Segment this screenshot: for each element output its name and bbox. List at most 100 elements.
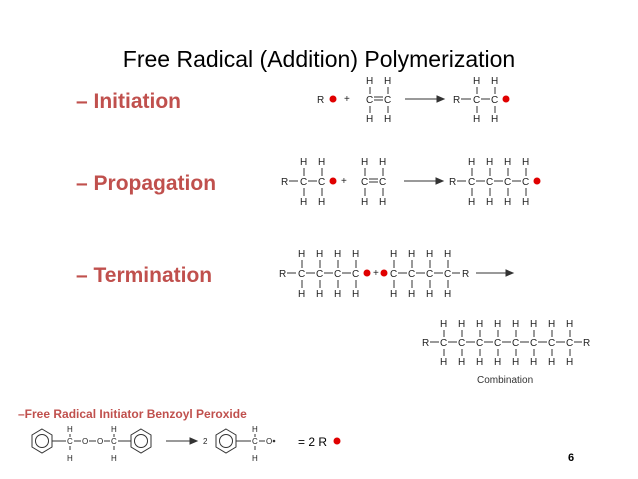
svg-text:C: C [366,95,373,106]
svg-text:C: C [494,338,501,349]
svg-text:H: H [468,197,475,208]
svg-text:R: R [317,95,324,106]
svg-text:H: H [366,114,373,125]
svg-text:H: H [522,197,529,208]
svg-text:C: C [440,338,447,349]
svg-text:H: H [352,289,359,300]
svg-text:H: H [504,197,511,208]
benzene-ring-icon [31,428,53,454]
svg-text:C: C [67,437,73,446]
svg-text:H: H [444,289,451,300]
svg-text:H: H [379,197,386,208]
svg-text:H: H [318,157,325,168]
initiator-label: –Free Radical Initiator Benzoyl Peroxide [18,407,247,421]
svg-text:C: C [530,338,537,349]
svg-text:C: C [111,437,117,446]
svg-text:+: + [341,176,347,187]
svg-text:C: C [491,95,498,106]
svg-text:H: H [426,249,433,260]
svg-text:C: C [486,177,493,188]
svg-text:C: C [252,437,258,446]
svg-text:C: C [444,269,451,280]
initiator-result: = 2 R [298,435,327,449]
svg-text:C: C [318,177,325,188]
svg-text:H: H [440,357,447,368]
svg-text:H: H [468,157,475,168]
svg-text:H: H [548,319,555,330]
svg-text:C: C [473,95,480,106]
initiator-coefficient: 2 [203,437,208,446]
svg-text:H: H [458,357,465,368]
svg-text:C: C [316,269,323,280]
radical-dot-icon [502,95,510,103]
radical-dot-icon [333,437,341,445]
svg-text:H: H [384,114,391,125]
svg-text:H: H [361,157,368,168]
svg-text:H: H [408,289,415,300]
svg-text:H: H [67,454,73,463]
svg-text:C: C [468,177,475,188]
svg-text:+: + [373,268,379,279]
svg-text:H: H [316,289,323,300]
svg-text:C: C [548,338,555,349]
svg-text:H: H [334,249,341,260]
svg-text:H: H [352,249,359,260]
svg-text:C: C [298,269,305,280]
step-initiation: – Initiation [76,90,181,113]
svg-text:H: H [334,289,341,300]
svg-text:H: H [379,157,386,168]
svg-text:H: H [408,249,415,260]
svg-text:H: H [458,319,465,330]
svg-text:R: R [453,95,460,106]
combination-caption: Combination [477,375,533,386]
svg-text:C: C [458,338,465,349]
svg-text:H: H [491,76,498,87]
svg-text:O: O [82,437,88,446]
svg-text:H: H [566,357,573,368]
page-number: 6 [568,452,575,464]
step-propagation: – Propagation [76,172,217,195]
svg-text:O: O [266,437,272,446]
svg-text:H: H [504,157,511,168]
svg-text:C: C [476,338,483,349]
svg-text:C: C [390,269,397,280]
svg-text:H: H [67,425,73,434]
svg-text:C: C [300,177,307,188]
svg-text:H: H [384,76,391,87]
svg-text:H: H [252,425,258,434]
svg-text:+: + [344,94,350,105]
svg-text:C: C [512,338,519,349]
svg-text:H: H [444,249,451,260]
svg-text:H: H [512,357,519,368]
svg-text:O: O [97,437,103,446]
svg-text:H: H [316,249,323,260]
svg-text:R: R [281,177,288,188]
svg-text:H: H [473,114,480,125]
svg-text:H: H [111,425,117,434]
radical-dot-icon [329,95,337,103]
benzoyl-peroxide-reaction: H C H O O H C H 2 H C H O = 2 R [31,425,341,463]
radical-dot-icon [380,269,388,277]
radical-dot-icon [533,177,541,185]
svg-text:H: H [494,357,501,368]
slide-title: Free Radical (Addition) Polymerization [122,46,516,72]
svg-text:H: H [318,197,325,208]
svg-text:H: H [522,157,529,168]
svg-text:R: R [462,269,469,280]
svg-text:R: R [583,338,590,349]
svg-text:H: H [111,454,117,463]
svg-text:H: H [566,319,573,330]
svg-text:R: R [449,177,456,188]
benzene-ring-icon [215,428,237,454]
svg-text:C: C [379,177,386,188]
svg-text:H: H [361,197,368,208]
svg-text:H: H [486,157,493,168]
svg-text:C: C [408,269,415,280]
svg-text:C: C [384,95,391,106]
svg-text:H: H [298,249,305,260]
svg-text:H: H [426,289,433,300]
